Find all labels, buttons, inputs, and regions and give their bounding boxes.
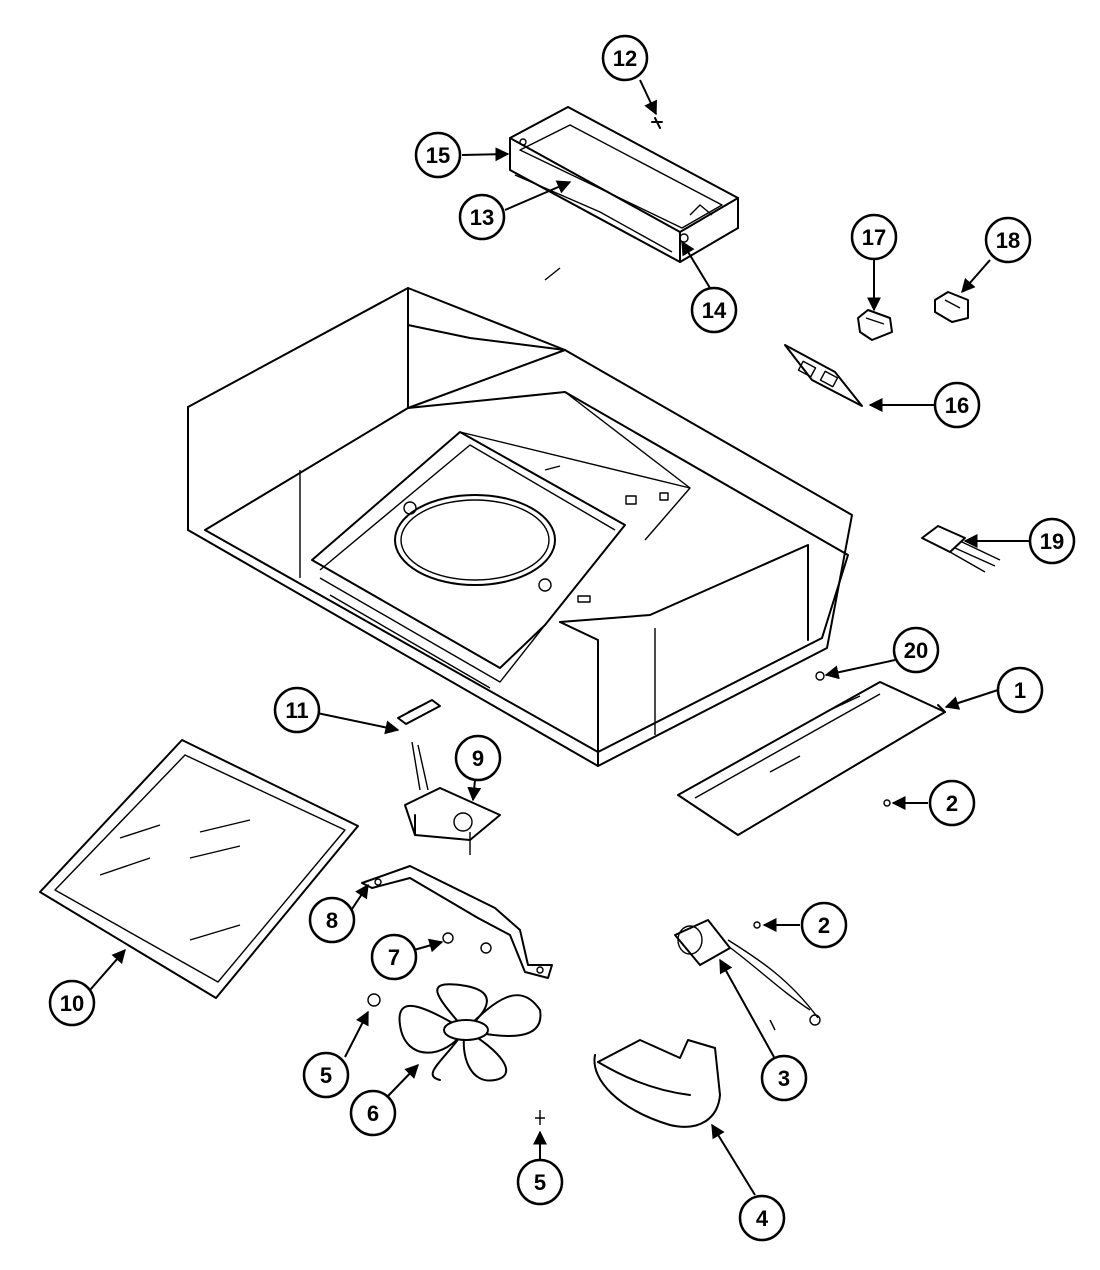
callout-16: 16 [933, 381, 981, 429]
light-cover-part-4 [593, 1039, 721, 1128]
bracket-part-11 [397, 699, 441, 725]
filter-part-10 [39, 739, 359, 999]
callout-19: 19 [1028, 517, 1076, 565]
screw-part-5-upper [367, 993, 381, 1007]
screw-part-20 [815, 671, 825, 681]
svg-text:13: 13 [470, 205, 494, 230]
wire-connector-part-19 [921, 525, 1001, 573]
svg-text:20: 20 [904, 638, 928, 663]
svg-text:7: 7 [388, 945, 400, 970]
callout-1: 1 [996, 666, 1044, 714]
callout-6: 6 [349, 1089, 397, 1137]
svg-text:6: 6 [367, 1101, 379, 1126]
leader-lines [89, 79, 1030, 1196]
callout-15: 15 [414, 131, 462, 179]
switch-part-17 [857, 309, 893, 341]
svg-text:2: 2 [818, 913, 830, 938]
callout-3: 3 [760, 1054, 808, 1102]
svg-text:12: 12 [613, 46, 637, 71]
svg-text:14: 14 [702, 298, 727, 323]
screw-part-2-lower [753, 921, 761, 929]
callout-7: 7 [370, 933, 418, 981]
motor-bracket-part-8 [361, 865, 553, 979]
callout-9: 9 [454, 734, 502, 782]
callout-11: 11 [273, 686, 321, 734]
callout-20: 20 [892, 626, 940, 674]
switch-plate-part-16 [784, 344, 863, 407]
range-hood-body [187, 267, 853, 767]
svg-text:10: 10 [60, 991, 84, 1016]
svg-text:2: 2 [946, 791, 958, 816]
nut-part-7 [442, 932, 492, 954]
callout-5-lower: 5 [516, 1158, 564, 1206]
svg-text:11: 11 [285, 698, 308, 723]
callout-14: 14 [690, 286, 738, 334]
lamp-socket-part-3 [674, 919, 821, 1031]
callout-8: 8 [308, 896, 356, 944]
svg-text:4: 4 [756, 1206, 769, 1231]
svg-text:9: 9 [472, 746, 484, 771]
svg-text:8: 8 [326, 908, 338, 933]
screw-part-2-upper [883, 799, 891, 807]
callout-5-upper: 5 [302, 1051, 350, 1099]
light-housing-part [509, 106, 739, 263]
svg-text:5: 5 [534, 1170, 546, 1195]
front-panel-part-1 [677, 681, 946, 836]
switch-part-18 [934, 291, 969, 323]
svg-text:16: 16 [945, 393, 969, 418]
screw-part-12 [651, 117, 663, 129]
svg-text:18: 18 [996, 228, 1020, 253]
svg-text:17: 17 [862, 225, 886, 250]
svg-text:19: 19 [1040, 529, 1064, 554]
callout-17: 17 [850, 213, 898, 261]
callout-2-lower: 2 [800, 901, 848, 949]
svg-text:1: 1 [1014, 678, 1026, 703]
callout-10: 10 [48, 979, 96, 1027]
callout-12: 12 [601, 34, 649, 82]
callout-13: 13 [458, 193, 506, 241]
fan-blade-part-6 [398, 983, 542, 1082]
svg-text:3: 3 [778, 1066, 790, 1091]
svg-text:15: 15 [426, 143, 450, 168]
callout-4: 4 [738, 1194, 786, 1242]
callout-2-upper: 2 [928, 779, 976, 827]
svg-text:5: 5 [320, 1063, 332, 1088]
callout-18: 18 [984, 216, 1032, 264]
screw-part-5-lower [535, 1110, 545, 1125]
motor-part-9 [404, 741, 501, 855]
